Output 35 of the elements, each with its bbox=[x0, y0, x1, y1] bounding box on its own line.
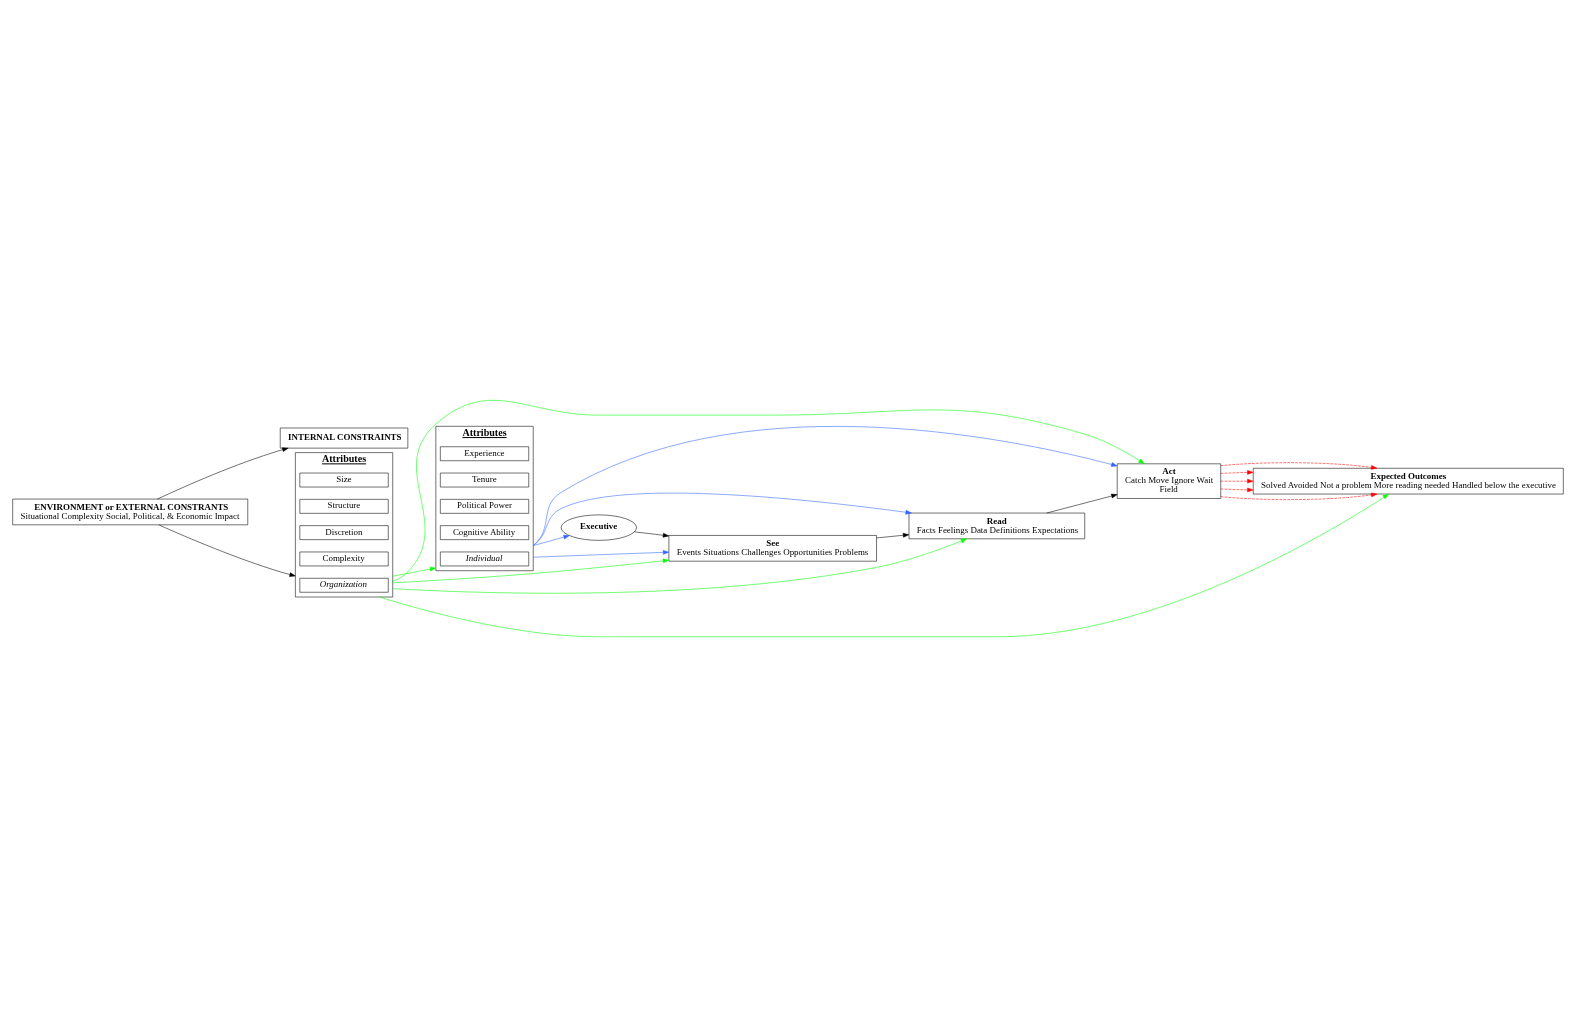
arrow bbox=[1220, 461, 1378, 470]
arrow bbox=[158, 524, 296, 577]
arrow bbox=[157, 446, 289, 499]
node-box: Individual bbox=[440, 551, 530, 566]
node-box: Organization bbox=[299, 577, 389, 593]
arrow bbox=[532, 549, 670, 557]
arrow bbox=[1220, 478, 1254, 483]
node-box: Tenure bbox=[440, 472, 530, 487]
arrow bbox=[392, 399, 1145, 582]
arrow bbox=[532, 534, 570, 546]
arrow bbox=[532, 492, 912, 546]
node-box: INTERNAL CONSTRAINTS bbox=[279, 427, 409, 448]
node-box: See Events Situations Challenges Opportunities Problems bbox=[668, 534, 877, 561]
node-box: Cognitive Ability bbox=[440, 524, 530, 540]
arrow bbox=[634, 531, 670, 537]
arrow bbox=[392, 566, 437, 576]
node-box: Structure bbox=[299, 498, 389, 514]
arrow bbox=[392, 538, 967, 593]
node-box: Act Catch Move Ignore Wait Field bbox=[1116, 463, 1222, 499]
arrow bbox=[392, 558, 670, 583]
arrow bbox=[1220, 487, 1254, 492]
node-box: Discretion bbox=[299, 524, 389, 540]
node-box: Political Power bbox=[440, 498, 530, 514]
node-box: Expected Outcomes Solved Avoided Not a problem More reading needed Handled below the executive bbox=[1252, 467, 1564, 494]
node-box: Read Facts Feelings Data Definitions Expectations bbox=[908, 512, 1086, 539]
arrow bbox=[532, 425, 1118, 546]
node-box: Size bbox=[299, 472, 389, 487]
node-box: Experience bbox=[440, 445, 530, 461]
arrow bbox=[876, 532, 910, 538]
node-box: Complexity bbox=[299, 551, 389, 566]
arrow bbox=[1046, 493, 1118, 513]
arrow bbox=[1220, 469, 1254, 475]
arrow bbox=[1220, 492, 1378, 500]
arrow bbox=[379, 493, 1389, 637]
node-box: ENVIRONMENT or EXTERNAL CONSTRANTS Situational Complexity Social, Political, & Economic Impact bbox=[12, 498, 249, 525]
